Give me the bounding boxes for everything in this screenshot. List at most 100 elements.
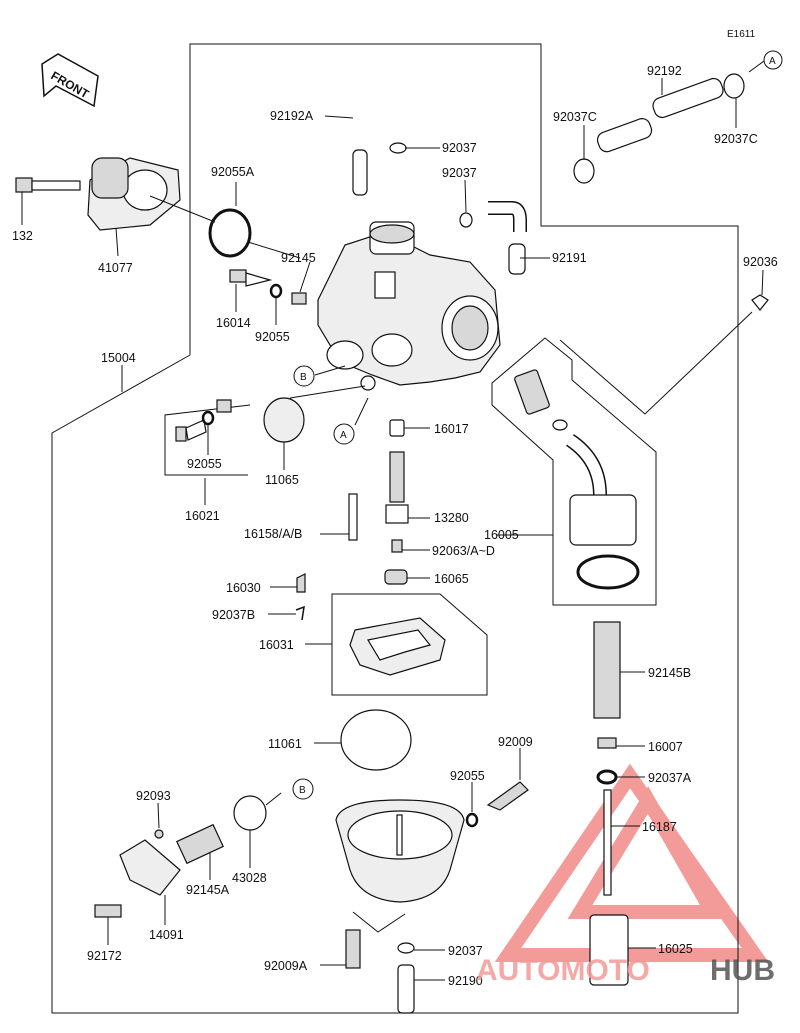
spring-92145A	[176, 823, 224, 865]
label-15004: 15004	[101, 351, 136, 365]
label-16030: 16030	[226, 581, 261, 595]
clip-92037-mid	[459, 212, 473, 228]
watermark-text: AUTOMOTO HUB	[476, 954, 775, 987]
label-16005: 16005	[484, 528, 519, 542]
bolt-132	[15, 177, 81, 193]
group-16005-bracket	[491, 337, 657, 606]
cover-14091	[119, 839, 181, 896]
watermark-brand-b: HUB	[710, 954, 775, 987]
label-92191: 92191	[552, 251, 587, 265]
label-16158: 16158/A/B	[244, 527, 302, 541]
float-bowl	[335, 799, 465, 903]
label-41077: 41077	[98, 261, 133, 275]
hose-92190	[397, 964, 415, 1014]
jet-16017	[389, 419, 405, 437]
label-92190: 92190	[448, 974, 483, 988]
svg-text:A: A	[769, 56, 776, 67]
diaphragm-43028	[233, 795, 267, 831]
screw-16030	[296, 573, 306, 593]
watermark-logo	[494, 763, 769, 962]
float-16031	[349, 617, 446, 676]
label-92145A: 92145A	[186, 883, 230, 897]
svg-text:A: A	[340, 430, 347, 441]
gasket-11061	[340, 709, 412, 771]
ref-a-top: A	[763, 50, 783, 70]
o-ring-92055-top	[269, 283, 283, 299]
label-132: 132	[12, 229, 33, 243]
label-43028: 43028	[232, 871, 267, 885]
o-ring-92055A	[208, 208, 252, 258]
jet-92063	[391, 539, 403, 553]
label-92037-mid: 92037	[442, 166, 477, 180]
svg-text:B: B	[300, 372, 307, 383]
label-16014: 16014	[216, 316, 251, 330]
label-92172: 92172	[87, 949, 122, 963]
spring-16021	[216, 399, 232, 413]
label-92009A: 92009A	[264, 959, 308, 973]
label-92037C-left: 92037C	[553, 110, 597, 124]
label-16025: 16025	[658, 942, 693, 956]
label-11065: 11065	[265, 473, 299, 487]
watermark-brand-a: AUTOMOTO	[476, 954, 650, 987]
ref-b-mid: B	[293, 365, 315, 387]
label-92063: 92063/A~D	[432, 544, 495, 558]
label-92093: 92093	[136, 789, 171, 803]
label-16021: 16021	[185, 509, 220, 523]
clip-92037-bot	[397, 942, 415, 954]
screw-16021	[175, 419, 207, 442]
ref-b-bot: B	[292, 778, 314, 800]
label-92145B: 92145B	[648, 666, 691, 680]
screw-16014	[229, 269, 273, 287]
ref-a-mid: A	[333, 423, 355, 445]
label-92037-top: 92037	[442, 141, 477, 155]
leader-lines	[21, 60, 765, 981]
label-13280: 13280	[434, 511, 469, 525]
drain-screw-92009A	[345, 929, 361, 969]
label-92037C-right: 92037C	[714, 132, 758, 146]
clip-92037C-right	[723, 73, 745, 99]
spring-92145B	[593, 621, 621, 719]
o-ring-92055-bot	[465, 812, 479, 828]
diagram-code: E1611	[727, 29, 756, 40]
label-92037A: 92037A	[648, 771, 692, 785]
needle-16187	[603, 789, 612, 896]
screw-16007	[597, 737, 617, 749]
clip-92037-top	[389, 142, 407, 154]
front-arrow-icon: FRONT	[41, 53, 99, 108]
label-92036: 92036	[743, 255, 778, 269]
assembly-outline	[51, 43, 739, 1014]
label-92145: 92145	[281, 251, 316, 265]
emulsion-tube-13280	[385, 451, 409, 524]
label-16031: 16031	[259, 638, 294, 652]
label-11061: 11061	[268, 737, 302, 751]
choke-16005	[514, 369, 640, 590]
label-92055A: 92055A	[211, 165, 255, 179]
screw-92172	[94, 904, 122, 918]
label-16065: 16065	[434, 572, 469, 586]
label-16007: 16007	[648, 740, 683, 754]
label-16017: 16017	[434, 422, 469, 436]
label-92192: 92192	[647, 64, 682, 78]
insulator-41077	[87, 157, 181, 231]
clip-92037B	[295, 605, 305, 621]
cap-11065	[263, 397, 305, 443]
label-16187: 16187	[642, 820, 677, 834]
label-14091: 14091	[149, 928, 184, 942]
hose-92192	[596, 77, 724, 153]
needle-valve-92009	[486, 781, 529, 811]
needle-16158	[348, 493, 358, 541]
clip-92037A	[596, 769, 618, 785]
svg-text:B: B	[299, 785, 306, 796]
o-ring-92055-left	[201, 410, 215, 426]
label-92009: 92009	[498, 735, 533, 749]
hose-92192A	[352, 52, 408, 196]
carburetor-body	[317, 221, 501, 391]
float-box	[331, 593, 488, 696]
throttle-valve-16025	[589, 914, 629, 986]
nut-16065	[384, 569, 408, 585]
label-92055-bot: 92055	[450, 769, 485, 783]
label-92037-bot: 92037	[448, 944, 483, 958]
washer-92093	[154, 829, 164, 839]
clip-92037C-left	[573, 158, 595, 184]
